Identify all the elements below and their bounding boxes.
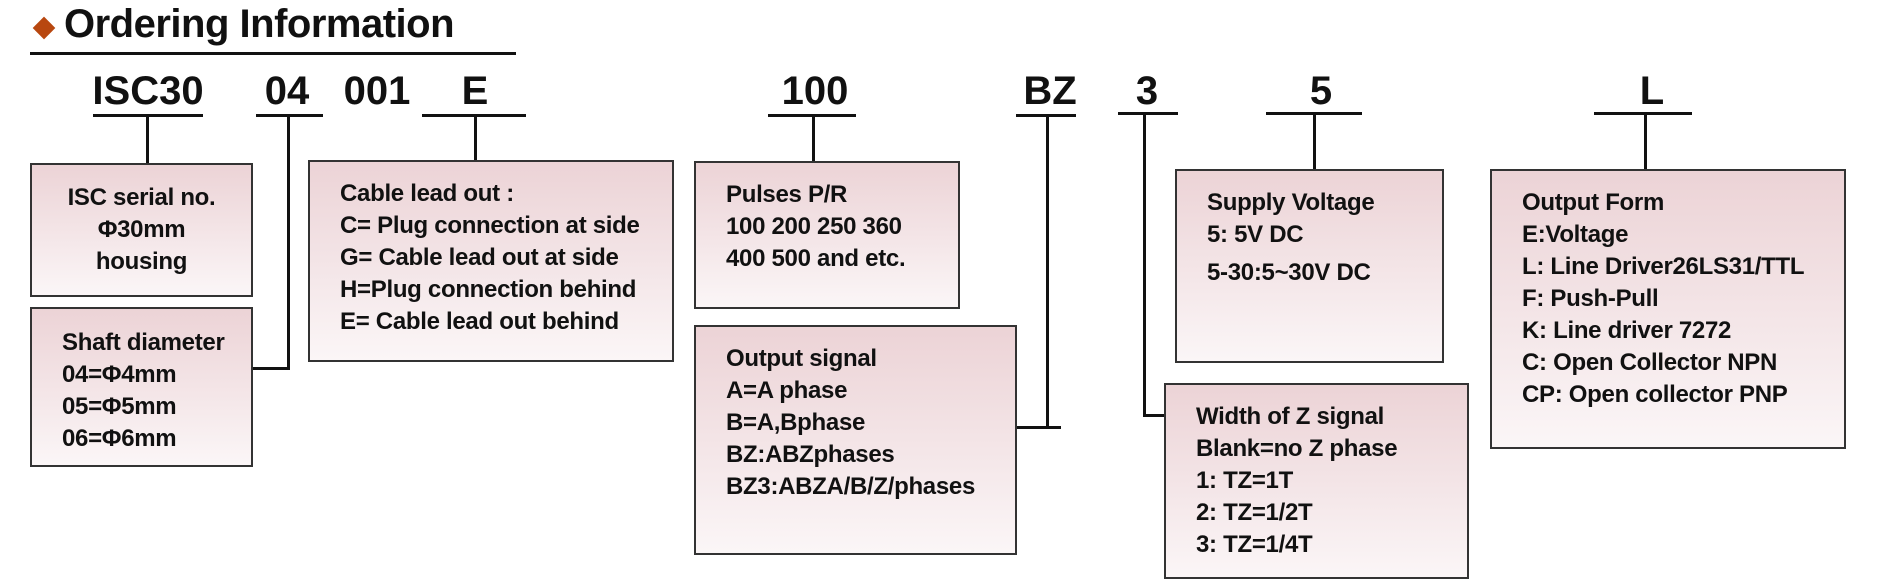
serial-number-box: ISC serial no. Φ30mm housing <box>30 163 253 297</box>
code-z-width-underline <box>1118 112 1178 115</box>
code-z-width: 3 <box>1135 69 1159 113</box>
connector-shaft <box>287 114 290 369</box>
box-line: 400 500 and etc. <box>726 245 906 272</box>
connector-output-signal-elbow <box>1017 426 1061 429</box>
box-line: Blank=no Z phase <box>1196 435 1398 462</box>
connector-voltage <box>1313 112 1316 169</box>
box-line: 5-30:5~30V DC <box>1207 259 1371 286</box>
cable-lead-out-box: Cable lead out : C= Plug connection at s… <box>308 160 674 362</box>
connector-shaft-elbow <box>253 367 290 370</box>
box-line: 100 200 250 360 <box>726 213 902 240</box>
code-cable: E <box>461 69 489 113</box>
code-output-form-underline <box>1594 112 1692 115</box>
code-output-form: L <box>1639 69 1665 113</box>
output-signal-box: Output signal A=A phase B=A,Bphase BZ:AB… <box>694 325 1017 555</box>
box-line: Supply Voltage <box>1207 189 1375 216</box>
connector-z-width <box>1143 112 1146 416</box>
page-title: Ordering Information <box>64 2 455 46</box>
box-line: Output Form <box>1522 189 1665 216</box>
title-underline <box>30 52 516 55</box>
z-signal-width-box: Width of Z signal Blank=no Z phase 1: TZ… <box>1164 383 1469 579</box>
connector-output-signal <box>1046 114 1049 428</box>
box-line: A=A phase <box>726 377 848 404</box>
connector-output-form <box>1644 112 1647 169</box>
code-voltage: 5 <box>1309 69 1333 113</box>
box-line: ISC serial no. <box>67 184 216 211</box>
diamond-icon <box>32 16 56 40</box>
box-line: G= Cable lead out at side <box>340 244 619 271</box>
output-form-box: Output Form E:Voltage L: Line Driver26LS… <box>1490 169 1846 449</box>
box-line: C= Plug connection at side <box>340 212 640 239</box>
box-line: 5: 5V DC <box>1207 221 1304 248</box>
box-line: Width of Z signal <box>1196 403 1384 430</box>
connector-z-width-elbow <box>1143 414 1164 417</box>
box-line: 05=Φ5mm <box>62 393 177 420</box>
box-line: BZ:ABZphases <box>726 441 895 468</box>
box-line: housing <box>95 248 188 275</box>
box-line: Output signal <box>726 345 877 372</box>
box-line: E:Voltage <box>1522 221 1629 248</box>
box-line: 06=Φ6mm <box>62 425 177 452</box>
box-line: E= Cable lead out behind <box>340 308 619 335</box>
box-line: 2: TZ=1/2T <box>1196 499 1313 526</box>
box-line: K: Line driver 7272 <box>1522 317 1732 344</box>
box-line: BZ3:ABZA/B/Z/phases <box>726 473 975 500</box>
box-line: C: Open Collector NPN <box>1522 349 1778 376</box>
pulses-box: Pulses P/R 100 200 250 360 400 500 and e… <box>694 161 960 309</box>
code-fixed: 001 <box>343 69 411 113</box>
box-line: F: Push-Pull <box>1522 285 1659 312</box>
code-pulses: 100 <box>781 69 849 113</box>
box-line: Cable lead out : <box>340 180 514 207</box>
box-line: Shaft diameter <box>62 329 225 356</box>
code-shaft: 04 <box>264 69 310 113</box>
box-line: Φ30mm <box>97 216 186 243</box>
box-line: Pulses P/R <box>726 181 848 208</box>
box-line: L: Line Driver26LS31/TTL <box>1522 253 1805 280</box>
supply-voltage-box: Supply Voltage 5: 5V DC 5-30:5~30V DC <box>1175 169 1444 363</box>
box-line: B=A,Bphase <box>726 409 866 436</box>
box-line: CP: Open collector PNP <box>1522 381 1788 408</box>
box-line: 1: TZ=1T <box>1196 467 1293 494</box>
connector-cable <box>474 114 477 161</box>
box-line: H=Plug connection behind <box>340 276 637 303</box>
code-series: ISC30 <box>92 69 204 113</box>
shaft-diameter-box: Shaft diameter 04=Φ4mm 05=Φ5mm 06=Φ6mm <box>30 307 253 467</box>
connector-series <box>146 114 149 164</box>
box-line: 04=Φ4mm <box>62 361 177 388</box>
code-output-signal: BZ <box>1023 69 1077 113</box>
box-line: 3: TZ=1/4T <box>1196 531 1313 558</box>
connector-pulses <box>812 114 815 163</box>
